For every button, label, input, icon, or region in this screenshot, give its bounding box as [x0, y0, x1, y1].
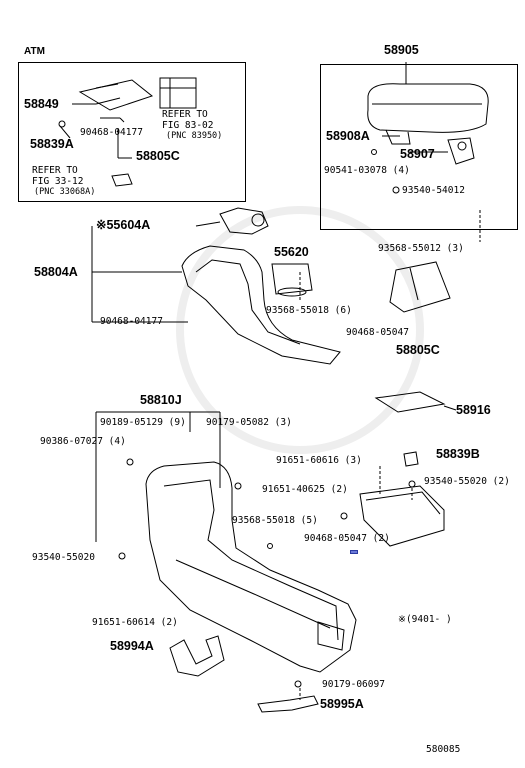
- refer-pnc-83950: (PNC 83950): [166, 131, 223, 141]
- part-label-58849[interactable]: 58849: [24, 97, 59, 111]
- part-label-90468-05047-mid[interactable]: 90468-05047: [346, 327, 409, 338]
- part-label-58805C-top[interactable]: 58805C: [136, 149, 180, 163]
- part-label-58908A[interactable]: 58908A: [326, 129, 370, 143]
- refer-fig-83-02[interactable]: FIG 83-02: [162, 120, 214, 131]
- part-label-93568-55018-6[interactable]: 93568-55018 (6): [266, 305, 352, 316]
- part-label-91651-60614[interactable]: 91651-60614 (2): [92, 617, 178, 628]
- armrest-inset-frame: [320, 64, 518, 230]
- part-label-55620[interactable]: 55620: [274, 245, 309, 259]
- part-label-93540-54012[interactable]: 93540-54012: [402, 185, 465, 196]
- part-label-58907[interactable]: 58907: [400, 147, 435, 161]
- part-label-93540-55020-2[interactable]: 93540-55020 (2): [424, 476, 510, 487]
- part-label-58905[interactable]: 58905: [384, 43, 419, 57]
- part-label-90541-03078[interactable]: 90541-03078 (4): [324, 165, 410, 176]
- part-label-58839B[interactable]: 58839B: [436, 447, 480, 461]
- part-label-58912B-selected[interactable]: [350, 550, 358, 554]
- model-note: ※(9401- ): [398, 614, 452, 625]
- part-label-58804A[interactable]: 58804A: [34, 265, 78, 279]
- part-label-58995A[interactable]: 58995A: [320, 697, 364, 711]
- atm-inset-title: ATM: [24, 46, 45, 57]
- part-label-55604A[interactable]: ※55604A: [96, 218, 151, 232]
- part-label-90468-05047-low[interactable]: 90468-05047 (2): [304, 533, 390, 544]
- catalog-code: 580085: [426, 744, 461, 755]
- part-label-58805C-mid[interactable]: 58805C: [396, 343, 440, 357]
- part-label-58994A[interactable]: 58994A: [110, 639, 154, 653]
- atm-inset-frame: [18, 62, 246, 202]
- part-label-58810J[interactable]: 58810J: [140, 393, 182, 407]
- part-label-90189-05129[interactable]: 90189-05129 (9): [100, 417, 186, 428]
- part-label-90468-04177-mid[interactable]: 90468-04177: [100, 316, 163, 327]
- refer-to-text-a: REFER TO: [162, 109, 208, 120]
- part-label-90386-07027[interactable]: 90386-07027 (4): [40, 436, 126, 447]
- part-label-58916[interactable]: 58916: [456, 403, 491, 417]
- part-label-93540-55020[interactable]: 93540-55020: [32, 552, 95, 563]
- part-label-93568-55018-5[interactable]: 93568-55018 (5): [232, 515, 318, 526]
- part-label-90179-05082[interactable]: 90179-05082 (3): [206, 417, 292, 428]
- part-label-58839A[interactable]: 58839A: [30, 137, 74, 151]
- refer-fig-33-12[interactable]: FIG 33-12: [32, 176, 84, 187]
- refer-to-text-b: REFER TO: [32, 165, 78, 176]
- refer-pnc-33068a: (PNC 33068A): [34, 187, 96, 197]
- part-label-93568-55012[interactable]: 93568-55012 (3): [378, 243, 464, 254]
- part-label-90179-06097[interactable]: 90179-06097: [322, 679, 385, 690]
- part-label-91651-40625[interactable]: 91651-40625 (2): [262, 484, 348, 495]
- part-label-91651-60616[interactable]: 91651-60616 (3): [276, 455, 362, 466]
- part-label-90468-04177-top[interactable]: 90468-04177: [80, 127, 143, 138]
